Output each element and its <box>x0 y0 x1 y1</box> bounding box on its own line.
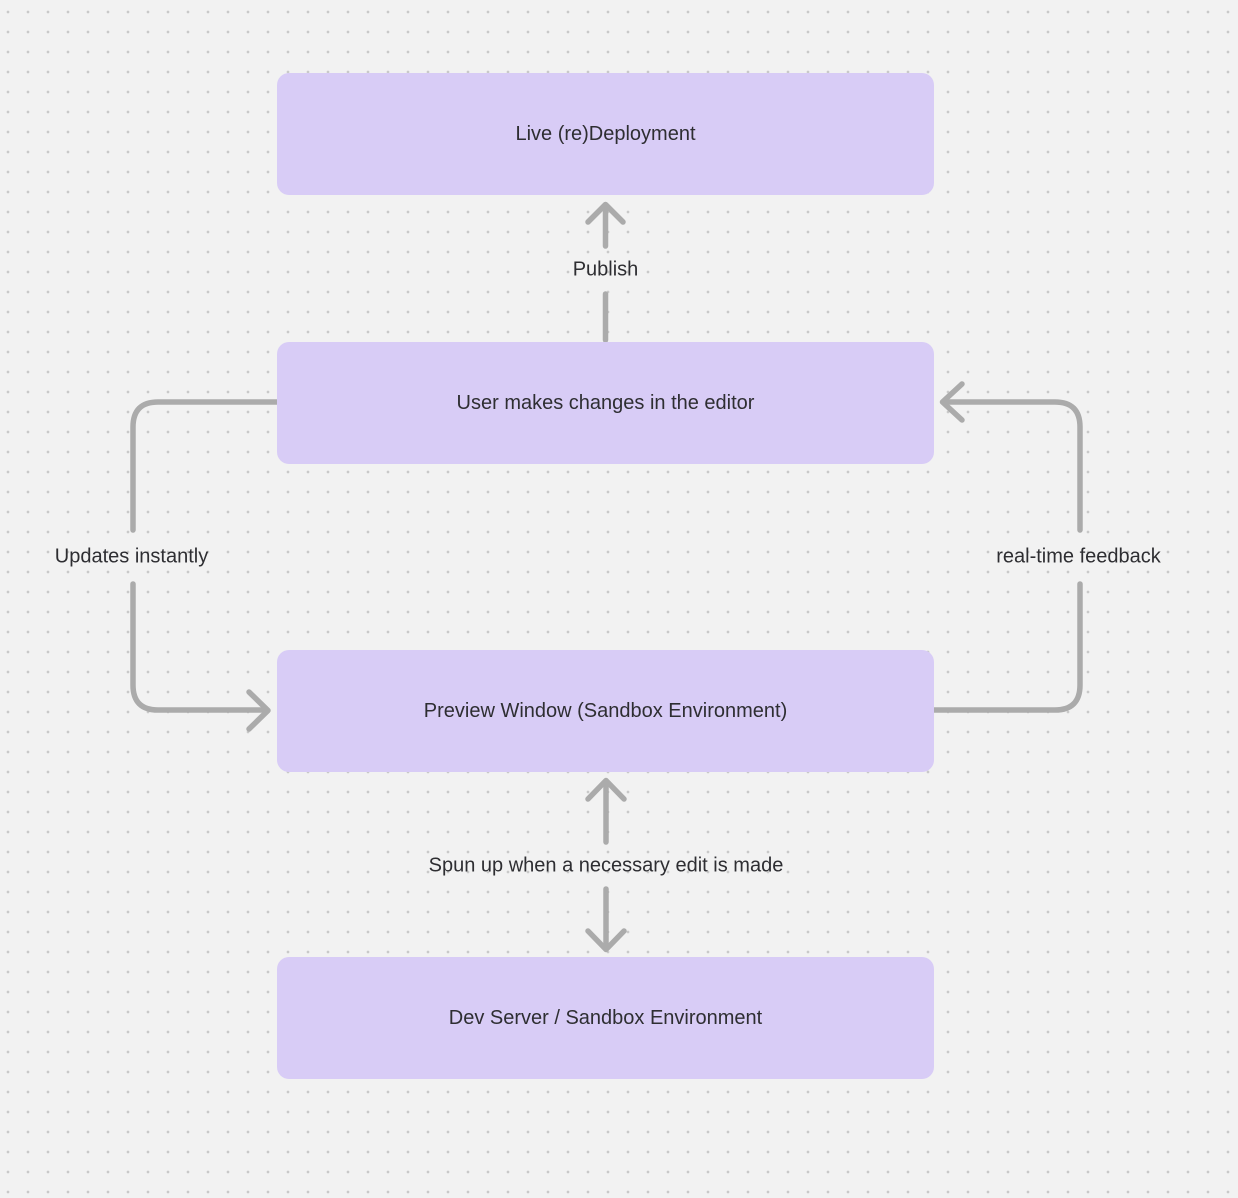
edge-label-real-time-feedback: real-time feedback <box>996 545 1161 568</box>
node-label: Dev Server / Sandbox Environment <box>448 1006 763 1029</box>
node-user-editor[interactable]: User makes changes in the editor <box>277 342 934 464</box>
arrowhead-down-icon <box>585 928 627 953</box>
node-preview-window[interactable]: Preview Window (Sandbox Environment) <box>277 650 934 772</box>
edge-label-spun-up: Spun up when a necessary edit is made <box>428 854 784 877</box>
node-dev-server[interactable]: Dev Server / Sandbox Environment <box>277 957 934 1079</box>
arrowhead-left-icon <box>939 381 965 423</box>
node-label: Live (re)Deployment <box>515 122 696 145</box>
edge-label-updates-instantly: Updates instantly <box>54 545 209 568</box>
arrowhead-right-icon <box>246 689 271 732</box>
arrowhead-up-icon <box>585 777 627 802</box>
edge-label-publish: Publish <box>572 258 639 281</box>
node-label: User makes changes in the editor <box>456 391 755 414</box>
arrowhead-up-icon <box>585 201 626 225</box>
node-live-redeployment[interactable]: Live (re)Deployment <box>277 73 934 195</box>
node-label: Preview Window (Sandbox Environment) <box>423 699 788 722</box>
